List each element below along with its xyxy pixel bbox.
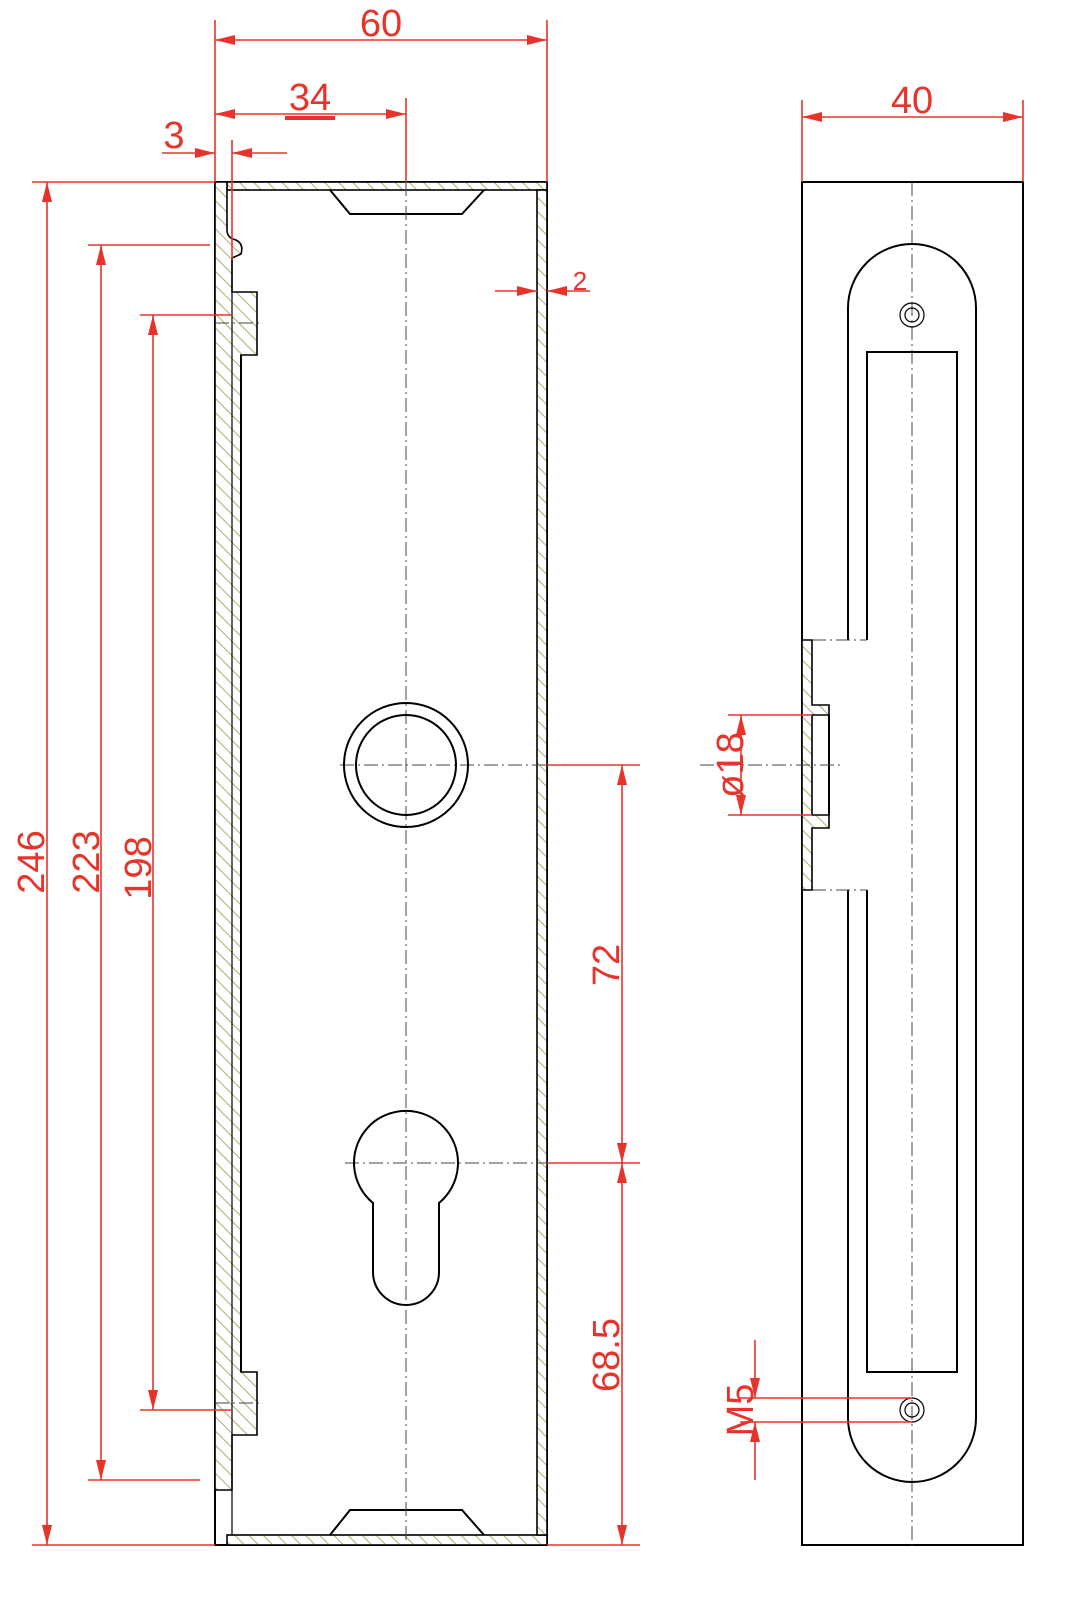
dim-198: 198 [118,836,160,899]
front-view [214,181,548,1546]
dim-diameter-18: ø18 [710,732,752,797]
dim-2: 2 [573,266,587,296]
dim-3: 3 [163,115,184,157]
bottom-wall-section [226,1534,548,1546]
dim-68-5: 68.5 [586,1318,628,1392]
slot-inner [866,351,958,1373]
top-tab [329,189,485,215]
dim-m5: M5 [720,1384,762,1437]
top-wall-section [226,181,548,191]
dim-34: 34 [289,77,331,119]
dim-40: 40 [891,80,933,122]
left-wall-profile [214,181,258,1491]
dim-223: 223 [66,830,108,893]
handle-hole-inner [355,714,457,816]
side-view [700,181,1024,1546]
cylinder-keyhole [353,1109,459,1306]
handle-hole-outer [343,702,469,828]
dim-60: 60 [360,3,402,45]
right-wall-section [536,189,548,1536]
slot-outline [847,243,977,1483]
side-dimensions: 40 ø18 M5 [710,80,1024,1480]
dim-246: 246 [11,830,53,893]
front-outline [214,181,548,1546]
front-dimensions: 60 34 3 2 246 223 198 72 68.5 [11,3,640,1546]
dim-72: 72 [586,944,628,986]
screw-hole-top [899,302,925,328]
bottom-tab [329,1509,485,1536]
